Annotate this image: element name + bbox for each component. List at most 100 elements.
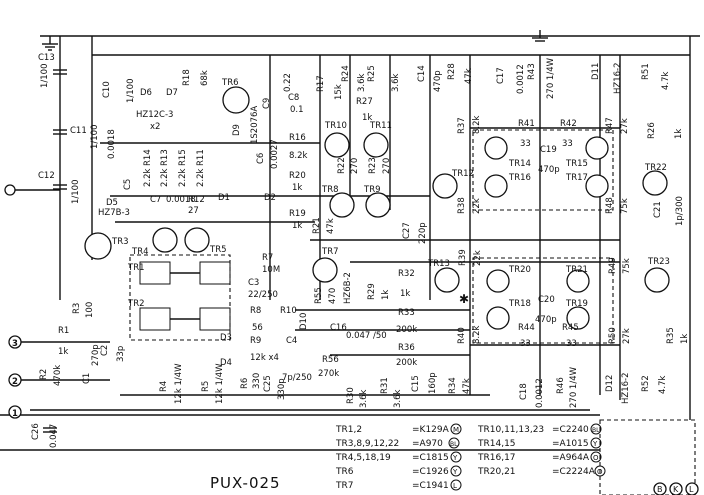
tr5-label: TR5: [209, 245, 227, 255]
legend-tr3-mark: BL: [450, 441, 458, 448]
d2-label: D2: [264, 193, 276, 203]
r5-value: 12k 1/4W: [215, 363, 225, 404]
legend-tr4-mark: Y: [452, 454, 458, 462]
transistor-icon-tr18: [486, 306, 510, 330]
r25-label: R25: [367, 65, 377, 82]
r48-value: 75k: [620, 198, 630, 214]
tr3-label: TR3: [111, 237, 129, 247]
c8-label: C8: [288, 93, 299, 103]
d6-label: D6: [140, 88, 152, 98]
r1-value: 1k: [58, 347, 68, 357]
legend-tr3-label: TR3,8,9,12,22: [335, 439, 399, 449]
transistor-icon-tr13: [434, 267, 460, 293]
c27-value: 220p: [418, 222, 428, 244]
r55-value: 470: [328, 288, 338, 304]
terminal-2-label: 2: [12, 377, 18, 387]
transistor-symbols: [84, 86, 670, 330]
r26-value: 1k: [674, 129, 684, 139]
d7-label: D7: [166, 88, 178, 98]
r9-value: 12k x4: [250, 353, 279, 363]
tr20-label: TR20: [508, 265, 531, 275]
legend-tr10-label: TR10,11,13,23: [477, 425, 544, 435]
r52-value: 4.7k: [658, 375, 668, 394]
r47-value: 27k: [620, 118, 630, 134]
component-labels: C13 1/100 C11 1/100 C12 1/100 C10 1/100 …: [31, 53, 690, 448]
r13-label: R13: [160, 149, 170, 166]
r41-label: R41: [518, 119, 535, 129]
terminals: 3 2 1: [4, 184, 22, 419]
c2-label: C2: [100, 345, 110, 356]
terminal-top[interactable]: [4, 184, 16, 196]
r32-value: 1k: [400, 289, 410, 299]
r39-value: 22k: [473, 250, 483, 266]
r34-label: R34: [448, 377, 458, 394]
d6d7-multiplier: x2: [150, 122, 160, 132]
c9-value: 0.22: [283, 73, 293, 92]
connector-l[interactable]: [685, 482, 699, 495]
legend-tr14-label: TR14,15: [477, 439, 516, 449]
transistor-icon-tr12: [432, 173, 458, 199]
r8-label: R8: [250, 306, 261, 316]
parts-legend: TR1,2 =K129A M TR3,8,9,12,22 =A970 BL TR…: [335, 423, 606, 491]
c5-label: C5: [123, 179, 133, 190]
tr13-label: TR13: [427, 259, 450, 269]
transistor-icon-tr20: [486, 269, 510, 293]
d12-label: D12: [605, 375, 615, 392]
connector-k[interactable]: [669, 482, 683, 495]
transistor-icon-tr15: [585, 136, 609, 160]
legend-tr4-label: TR4,5,18,19: [335, 453, 391, 463]
c20-value: 470p: [535, 315, 557, 325]
c12-label: C12: [38, 171, 55, 181]
connector-b[interactable]: [653, 482, 667, 495]
d9-label: D9: [232, 124, 242, 136]
tr4-label: TR4: [131, 247, 149, 257]
c19-value: 470p: [538, 165, 560, 175]
legend-tr4-part: =C1815: [412, 453, 449, 463]
c14-value: 470p: [433, 70, 443, 92]
c5-value: 0.0018: [107, 129, 117, 159]
legend-tr14-mark: Y: [592, 440, 598, 448]
r3-label: R3: [72, 303, 82, 314]
c27-label: C27: [402, 222, 412, 239]
r23-label: R23: [368, 157, 378, 174]
r29-value: 1k: [381, 290, 391, 300]
r31-value: 3.6k: [393, 389, 403, 408]
r48-label: R48: [605, 197, 615, 214]
r4-label: R4: [159, 381, 169, 392]
legend-tr12-label: TR1,2: [335, 425, 362, 435]
r14-value: 2.2k: [143, 168, 153, 187]
r41-value: 33: [520, 139, 531, 149]
r28-label: R28: [447, 63, 457, 80]
c3-label: C3: [248, 278, 259, 288]
c2-value: 33p: [116, 346, 126, 362]
c15-value: 160p: [428, 372, 438, 394]
r36-label: R36: [398, 343, 415, 353]
ground-symbols: [42, 30, 548, 51]
r56-label: R56: [322, 355, 339, 365]
legend-tr20-part: =C2224A: [552, 467, 596, 477]
r14-label: R14: [143, 149, 153, 166]
terminal-2[interactable]: [8, 373, 22, 387]
tr15-label: TR15: [565, 159, 588, 169]
terminal-3[interactable]: [8, 335, 22, 349]
c9-label: C9: [262, 98, 272, 109]
wiring: [0, 35, 700, 495]
r46-label: R46: [556, 377, 566, 394]
r13-value: 2.2k: [160, 168, 170, 187]
terminal-3-label: 3: [12, 339, 18, 349]
r16-label: R16: [289, 133, 306, 143]
r2-value: 470k: [53, 365, 63, 386]
ground-icon: [532, 30, 548, 42]
c15-label: C15: [411, 375, 421, 392]
r25-value: 3.6k: [391, 73, 401, 92]
tr23-label: TR23: [647, 257, 670, 267]
c19-label: C19: [540, 145, 557, 155]
d6d7-value: HZ12C-3: [136, 110, 173, 120]
r37-label: R37: [457, 117, 467, 134]
transistor-icon-tr19: [566, 306, 590, 330]
d5-value: HZ7B-3: [98, 208, 130, 218]
terminal-1[interactable]: [8, 405, 22, 419]
c4-value: 7p/250: [282, 373, 312, 383]
r12-label: R12: [188, 195, 205, 205]
r15-label: R15: [178, 149, 188, 166]
